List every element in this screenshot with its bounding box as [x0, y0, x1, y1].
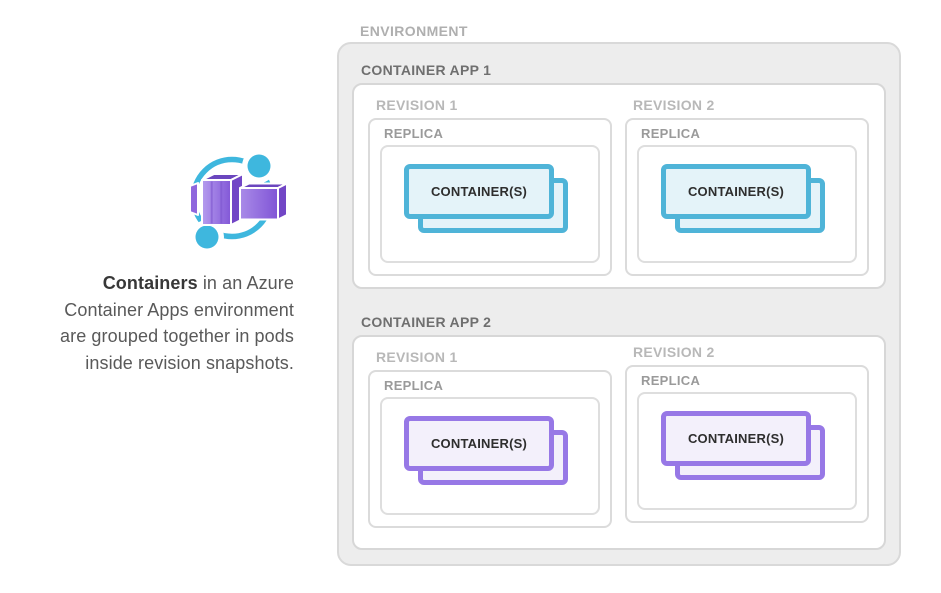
containers-label: CONTAINER(S): [430, 184, 528, 199]
replica-box: CONTAINER(S): [637, 145, 857, 263]
container-box-front: CONTAINER(S): [661, 164, 811, 219]
container-box-front: CONTAINER(S): [404, 164, 554, 219]
container-stack: CONTAINER(S): [661, 411, 825, 480]
diagram: ENVIRONMENT CONTAINER APP 1 REVISION 1 R…: [337, 23, 901, 566]
revision-column: REVISION 1 REPLICA CONTAINER(S): [368, 97, 612, 276]
replica-label: REPLICA: [384, 378, 444, 393]
container-stack: CONTAINER(S): [404, 416, 568, 485]
azure-container-apps-icon-svg: [189, 149, 288, 254]
revision-box: REPLICA CONTAINER(S): [368, 370, 612, 528]
container-app-box: REVISION 1 REPLICA CONTAINER(S): [352, 83, 886, 289]
environment-box: CONTAINER APP 1 REVISION 1 REPLICA CONTA…: [337, 42, 901, 566]
revision-box: REPLICA CONTAINER(S): [625, 118, 869, 276]
revision-label: REVISION 1: [376, 97, 458, 113]
caption-bold-word: Containers: [102, 273, 198, 293]
container-app-1-section: CONTAINER APP 1 REVISION 1 REPLICA CONTA…: [352, 62, 886, 289]
containers-label: CONTAINER(S): [687, 431, 785, 446]
caption-line: Containers in an Azure: [103, 273, 294, 293]
icon-panel-lines: [210, 181, 223, 224]
environment-label: ENVIRONMENT: [360, 23, 468, 39]
icon-node-dot: [195, 225, 219, 249]
caption-line: are grouped together in pods: [60, 326, 294, 346]
caption-text: in an Azure: [197, 273, 294, 293]
icon-container-boxes: [189, 173, 288, 226]
revision-column: REVISION 1 REPLICA CONTAINER(S): [368, 349, 612, 528]
azure-container-apps-icon: [176, 140, 288, 254]
replica-label: REPLICA: [641, 373, 701, 388]
container-stack: CONTAINER(S): [661, 164, 825, 233]
revision-column: REVISION 2 REPLICA CONTAINER(S): [625, 344, 869, 523]
replica-box: CONTAINER(S): [637, 392, 857, 510]
replica-label: REPLICA: [384, 126, 444, 141]
replica-label: REPLICA: [641, 126, 701, 141]
container-stack: CONTAINER(S): [404, 164, 568, 233]
revision-label: REVISION 2: [633, 344, 715, 360]
revision-label: REVISION 2: [633, 97, 715, 113]
caption-line: inside revision snapshots.: [85, 352, 294, 373]
container-app-box: REVISION 1 REPLICA CONTAINER(S): [352, 335, 886, 550]
caption-line: Container Apps environment: [64, 299, 294, 320]
container-box-front: CONTAINER(S): [404, 416, 554, 471]
containers-label: CONTAINER(S): [687, 184, 785, 199]
containers-label: CONTAINER(S): [430, 436, 528, 451]
container-app-2-section: CONTAINER APP 2 REVISION 1 REPLICA CONTA…: [352, 314, 886, 550]
container-app-label: CONTAINER APP 2: [361, 314, 492, 330]
revision-column: REVISION 2 REPLICA CONTAINER(S): [625, 97, 869, 276]
replica-box: CONTAINER(S): [380, 145, 600, 263]
revision-box: REPLICA CONTAINER(S): [625, 365, 869, 523]
replica-box: CONTAINER(S): [380, 397, 600, 515]
revision-label: REVISION 1: [376, 349, 458, 365]
icon-node-dot: [247, 154, 271, 178]
caption: Containers in an Azure Container Apps en…: [8, 270, 294, 376]
container-box-front: CONTAINER(S): [661, 411, 811, 466]
revision-box: REPLICA CONTAINER(S): [368, 118, 612, 276]
container-app-label: CONTAINER APP 1: [361, 62, 492, 78]
